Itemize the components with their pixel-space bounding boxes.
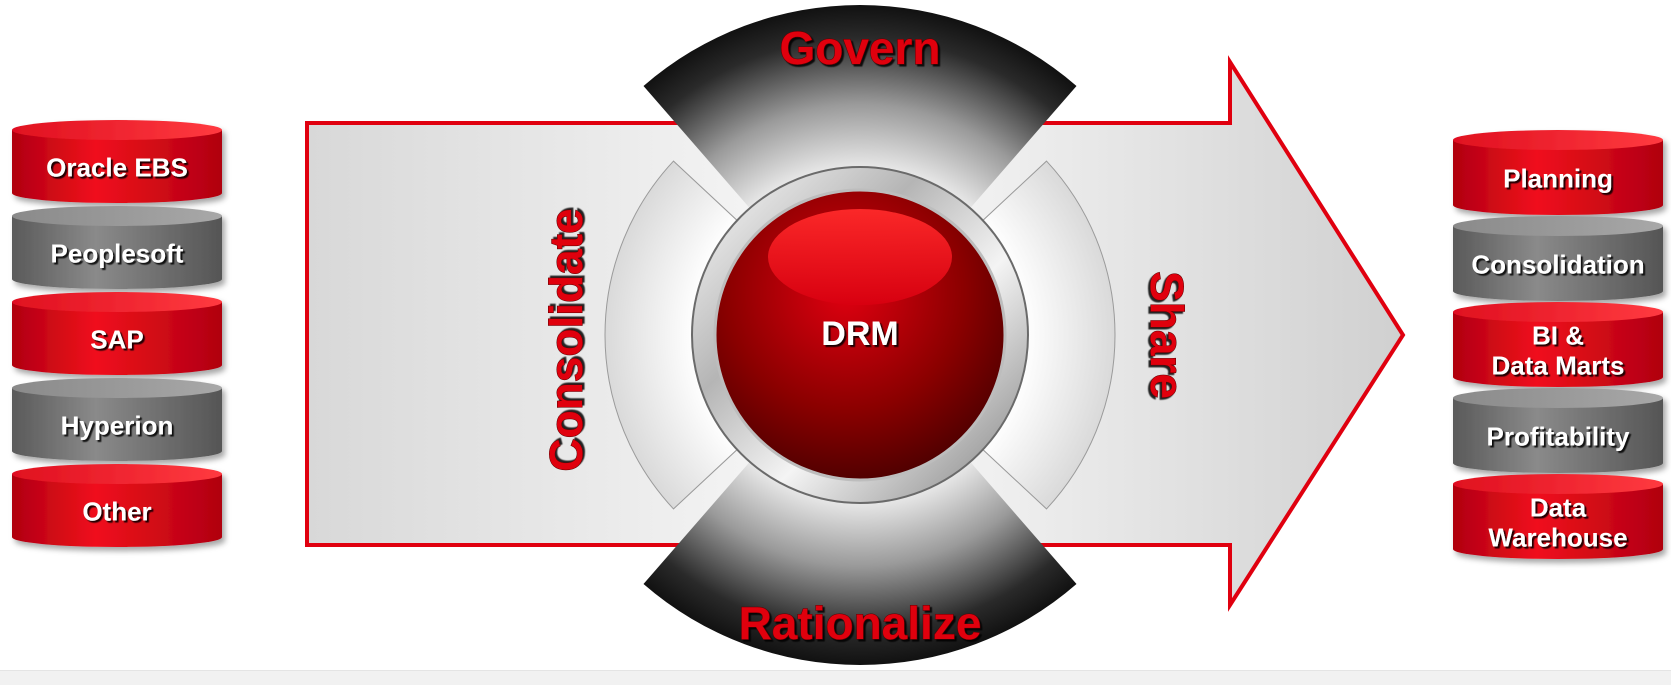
source-label-3: Hyperion [61, 411, 174, 441]
source-label-0: Oracle EBS [46, 153, 188, 183]
target-label-3: Profitability [1486, 422, 1630, 452]
hub-label: DRM [821, 315, 898, 353]
target-label-0: Planning [1503, 164, 1613, 194]
target-cylinder-3: Profitability [1453, 388, 1663, 473]
share-label: Share [1141, 271, 1193, 399]
source-cylinder-4: Other [12, 464, 222, 547]
source-cylinder-1: Peoplesoft [12, 206, 222, 289]
source-label-2: SAP [90, 325, 143, 355]
rationalize-segment [643, 448, 1077, 665]
target-label-2: BI &Data Marts [1492, 321, 1625, 381]
target-cylinder-2: BI &Data Marts [1453, 302, 1663, 387]
target-cylinder-1: Consolidation [1453, 216, 1663, 301]
rationalize-label: Rationalize [739, 597, 982, 649]
source-cylinder-3: Hyperion [12, 378, 222, 461]
source-cylinder-2: SAP [12, 292, 222, 375]
hub-highlight [768, 209, 952, 305]
consolidate-label: Consolidate [540, 208, 592, 471]
footer-bar [0, 670, 1671, 685]
source-label-4: Other [82, 497, 151, 527]
govern-label: Govern [779, 22, 940, 74]
target-cylinder-0: Planning [1453, 130, 1663, 215]
target-label-1: Consolidation [1471, 250, 1644, 280]
source-label-1: Peoplesoft [51, 239, 184, 269]
source-cylinder-0: Oracle EBS [12, 120, 222, 203]
govern-segment [643, 5, 1077, 222]
